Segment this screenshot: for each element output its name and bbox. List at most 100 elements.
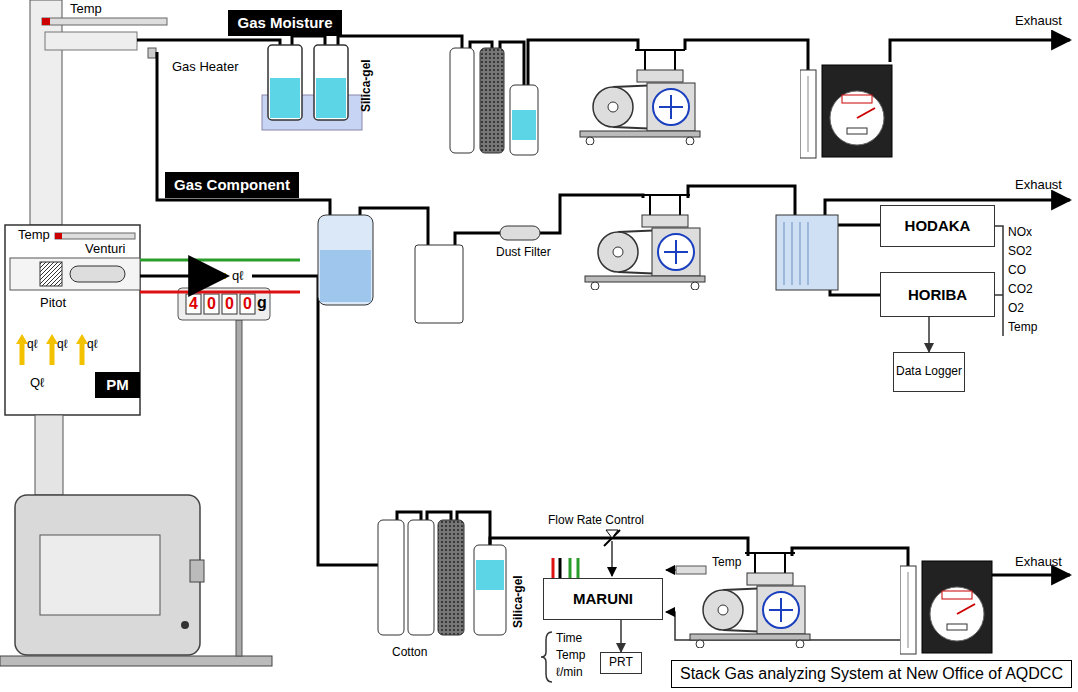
section-tag: Gas Moisture: [228, 10, 342, 36]
part-label: Dust Filter: [496, 246, 551, 260]
art-part: [5, 225, 140, 415]
part-label: Qℓ: [30, 376, 44, 391]
part-label: Temp: [18, 228, 50, 243]
art-part: [55, 233, 62, 239]
connector-arrow: [928, 317, 930, 352]
art-part: [378, 520, 404, 635]
art-part: [316, 78, 346, 118]
art-part: [528, 40, 638, 85]
pm-probes: [10, 233, 300, 365]
art-part: [42, 18, 50, 25]
analyzer-box: HORIBA: [880, 272, 995, 317]
display-digit: 0: [240, 295, 255, 313]
art-part: [500, 226, 540, 240]
art-part: [157, 52, 330, 215]
art-part: [559, 558, 562, 578]
pump: [585, 195, 705, 290]
node-text: MARUNI: [573, 590, 633, 607]
art-part: [995, 294, 1003, 296]
art-part: [470, 42, 492, 48]
art-part: [606, 530, 618, 538]
controller-box: MARUNI: [543, 578, 663, 620]
part-label: Time: [556, 632, 582, 646]
art-part: [268, 45, 302, 120]
art-part: [480, 48, 504, 153]
art-part: [510, 85, 538, 155]
part-label: Exhaust: [1015, 14, 1062, 29]
art-part: [427, 512, 451, 520]
title-box: Stack Gas analyzing System at New Office…: [671, 660, 1072, 688]
display-digit: 4: [186, 295, 201, 313]
art-part: [569, 558, 572, 578]
node-text: Data Logger: [896, 365, 962, 379]
art-part: [314, 45, 348, 120]
art-part: [476, 560, 504, 590]
connector-arrow: [620, 620, 622, 652]
part-label: qℓ: [232, 269, 243, 284]
art-part: [40, 535, 160, 615]
part-label: qℓ: [57, 338, 68, 352]
logger-box: Data Logger: [893, 352, 965, 392]
node-text: Gas Moisture: [237, 14, 332, 31]
pump: [690, 553, 810, 648]
part-label: Temp: [1008, 321, 1037, 335]
art-part: [200, 273, 226, 279]
display-digit: 0: [204, 295, 219, 313]
art-part: [140, 259, 300, 262]
art-part: [186, 294, 201, 314]
stack: [5, 0, 140, 495]
art-part: [42, 18, 167, 25]
art-part: [0, 656, 272, 666]
art-part: [318, 215, 373, 305]
top-probes: [42, 18, 167, 58]
art-part: [45, 32, 137, 50]
art-part: [140, 275, 200, 278]
part-label: Cotton: [392, 646, 427, 660]
gas-meter: [800, 65, 892, 158]
part-label: Temp: [556, 649, 585, 663]
part-label: CO: [1008, 264, 1026, 278]
printer-box: PRT: [600, 652, 642, 674]
art-part: [70, 266, 125, 282]
art-part: [338, 36, 462, 48]
art-part: [415, 245, 463, 323]
art-part: [270, 78, 300, 118]
art-part: [236, 320, 242, 656]
art-part: [611, 541, 613, 576]
art-part: [890, 40, 1070, 62]
art-part: [552, 558, 555, 578]
node-text: HORIBA: [908, 286, 967, 303]
art-part: [577, 558, 580, 578]
temp-probe: [676, 566, 706, 574]
absorbers: [318, 215, 838, 323]
part-label: SO2: [1008, 245, 1032, 259]
part-label: Temp: [712, 556, 741, 570]
art-part: [490, 538, 748, 556]
art-part: [40, 262, 62, 286]
drying-bottles: [378, 48, 538, 635]
art-part: [397, 512, 421, 520]
part-label: Silica-gel: [512, 575, 526, 628]
art-part: [204, 294, 219, 314]
signal-lines: [541, 226, 1003, 682]
part-label: Venturi: [85, 242, 125, 257]
art-part: [540, 195, 643, 233]
art-part: [776, 215, 838, 290]
node-text: Gas Component: [174, 176, 290, 193]
part-label: NOx: [1008, 226, 1032, 240]
art-part: [685, 40, 808, 70]
art-part: [222, 294, 237, 314]
scale: [178, 288, 270, 656]
art-part: [512, 110, 536, 140]
art-part: [792, 548, 908, 566]
gas-meter: [900, 561, 992, 654]
art-part: [541, 632, 552, 682]
art-part: [408, 520, 434, 635]
art-part: [148, 48, 156, 58]
art-part: [140, 291, 300, 294]
stove: [0, 495, 272, 666]
display-digit: 0: [222, 295, 237, 313]
impingers: [262, 45, 362, 130]
